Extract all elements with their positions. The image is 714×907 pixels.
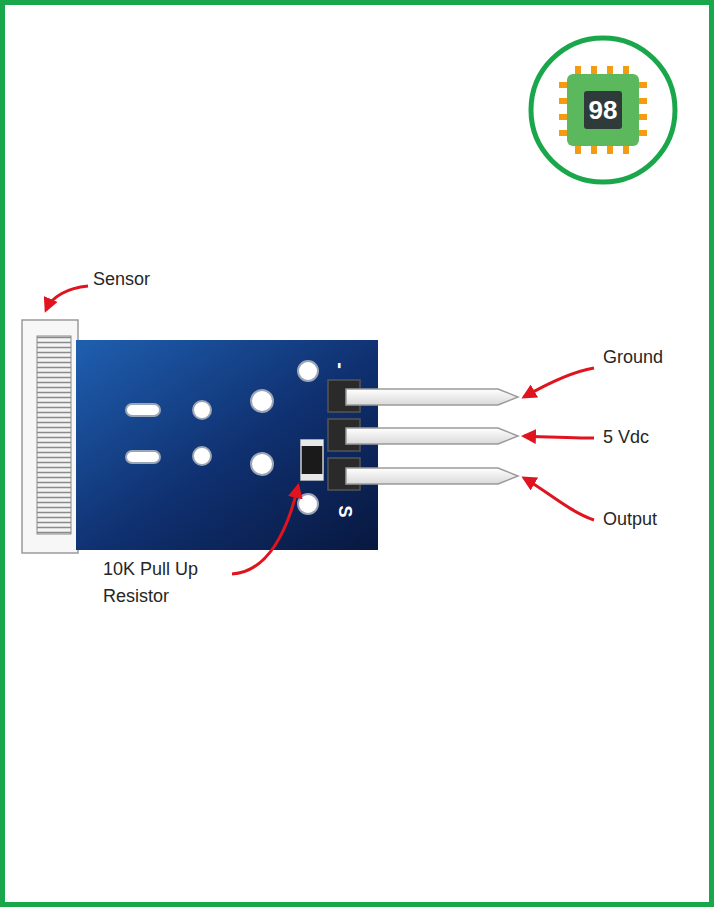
- pin-name: 5 Vdc: [603, 424, 649, 451]
- page-frame: [3, 3, 712, 905]
- part-label: Sensor: [93, 266, 150, 293]
- pin-name: Ground: [603, 344, 663, 371]
- leader-arrows: [46, 286, 594, 574]
- sensor-strip: [22, 320, 78, 553]
- board-holes: [126, 361, 318, 514]
- part-label: 10K Pull Up Resistor: [103, 556, 243, 610]
- circuit-board: [76, 340, 378, 550]
- pin-name: Output: [603, 506, 657, 533]
- pin-marking: S: [331, 505, 358, 517]
- resistor-symbol: [301, 440, 323, 480]
- pin-wires: [346, 389, 518, 484]
- logo-badge: [531, 38, 675, 182]
- pin-marking: -: [327, 362, 354, 369]
- logo-number: 98: [589, 93, 618, 127]
